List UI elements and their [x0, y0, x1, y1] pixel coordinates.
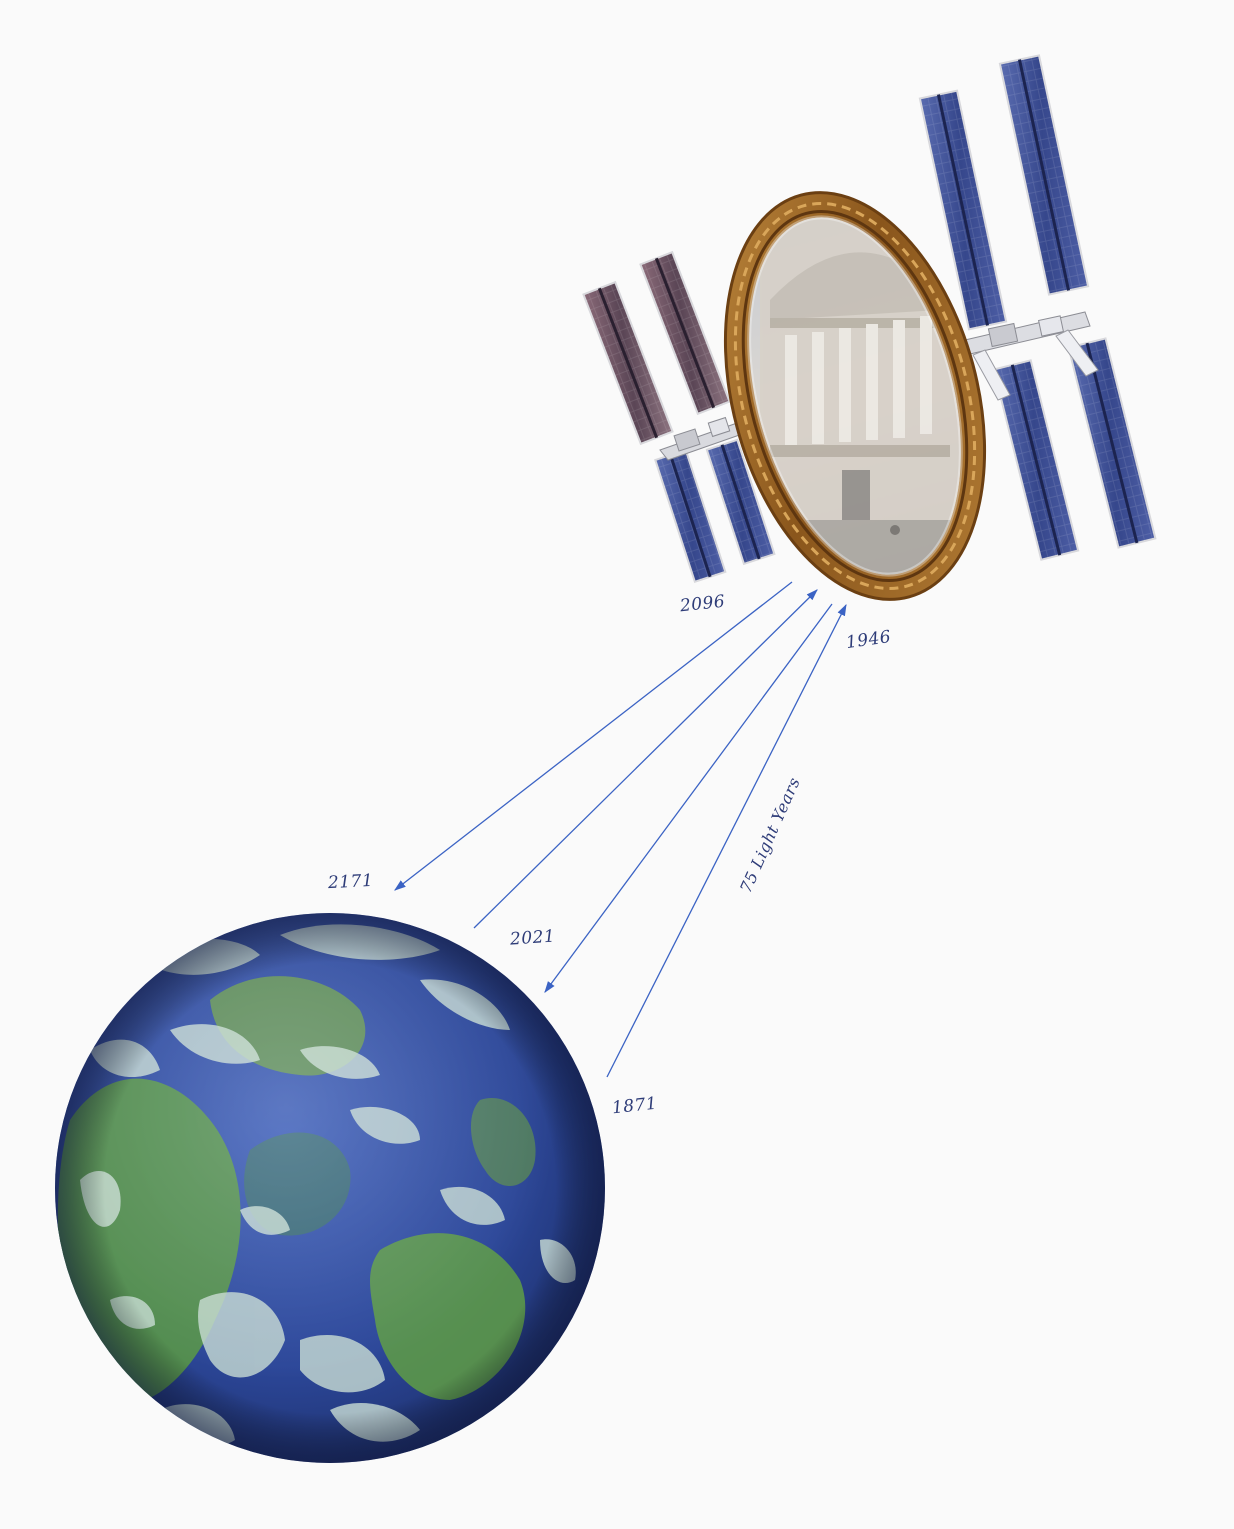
- solar-array-right: [918, 54, 1157, 561]
- arrow-to-2171: [394, 581, 793, 891]
- arrow-from-2021: [473, 589, 818, 929]
- mirror: [723, 191, 987, 601]
- earth: [55, 913, 605, 1463]
- arrow-group: [394, 581, 847, 1078]
- arrow-to-earth: [544, 603, 833, 993]
- label-2021: 2021: [509, 926, 556, 950]
- label-2171: 2171: [327, 870, 374, 894]
- arrow-from-1871: [606, 603, 847, 1078]
- mirror-reflection: [760, 195, 960, 599]
- solar-array-left: [582, 250, 776, 584]
